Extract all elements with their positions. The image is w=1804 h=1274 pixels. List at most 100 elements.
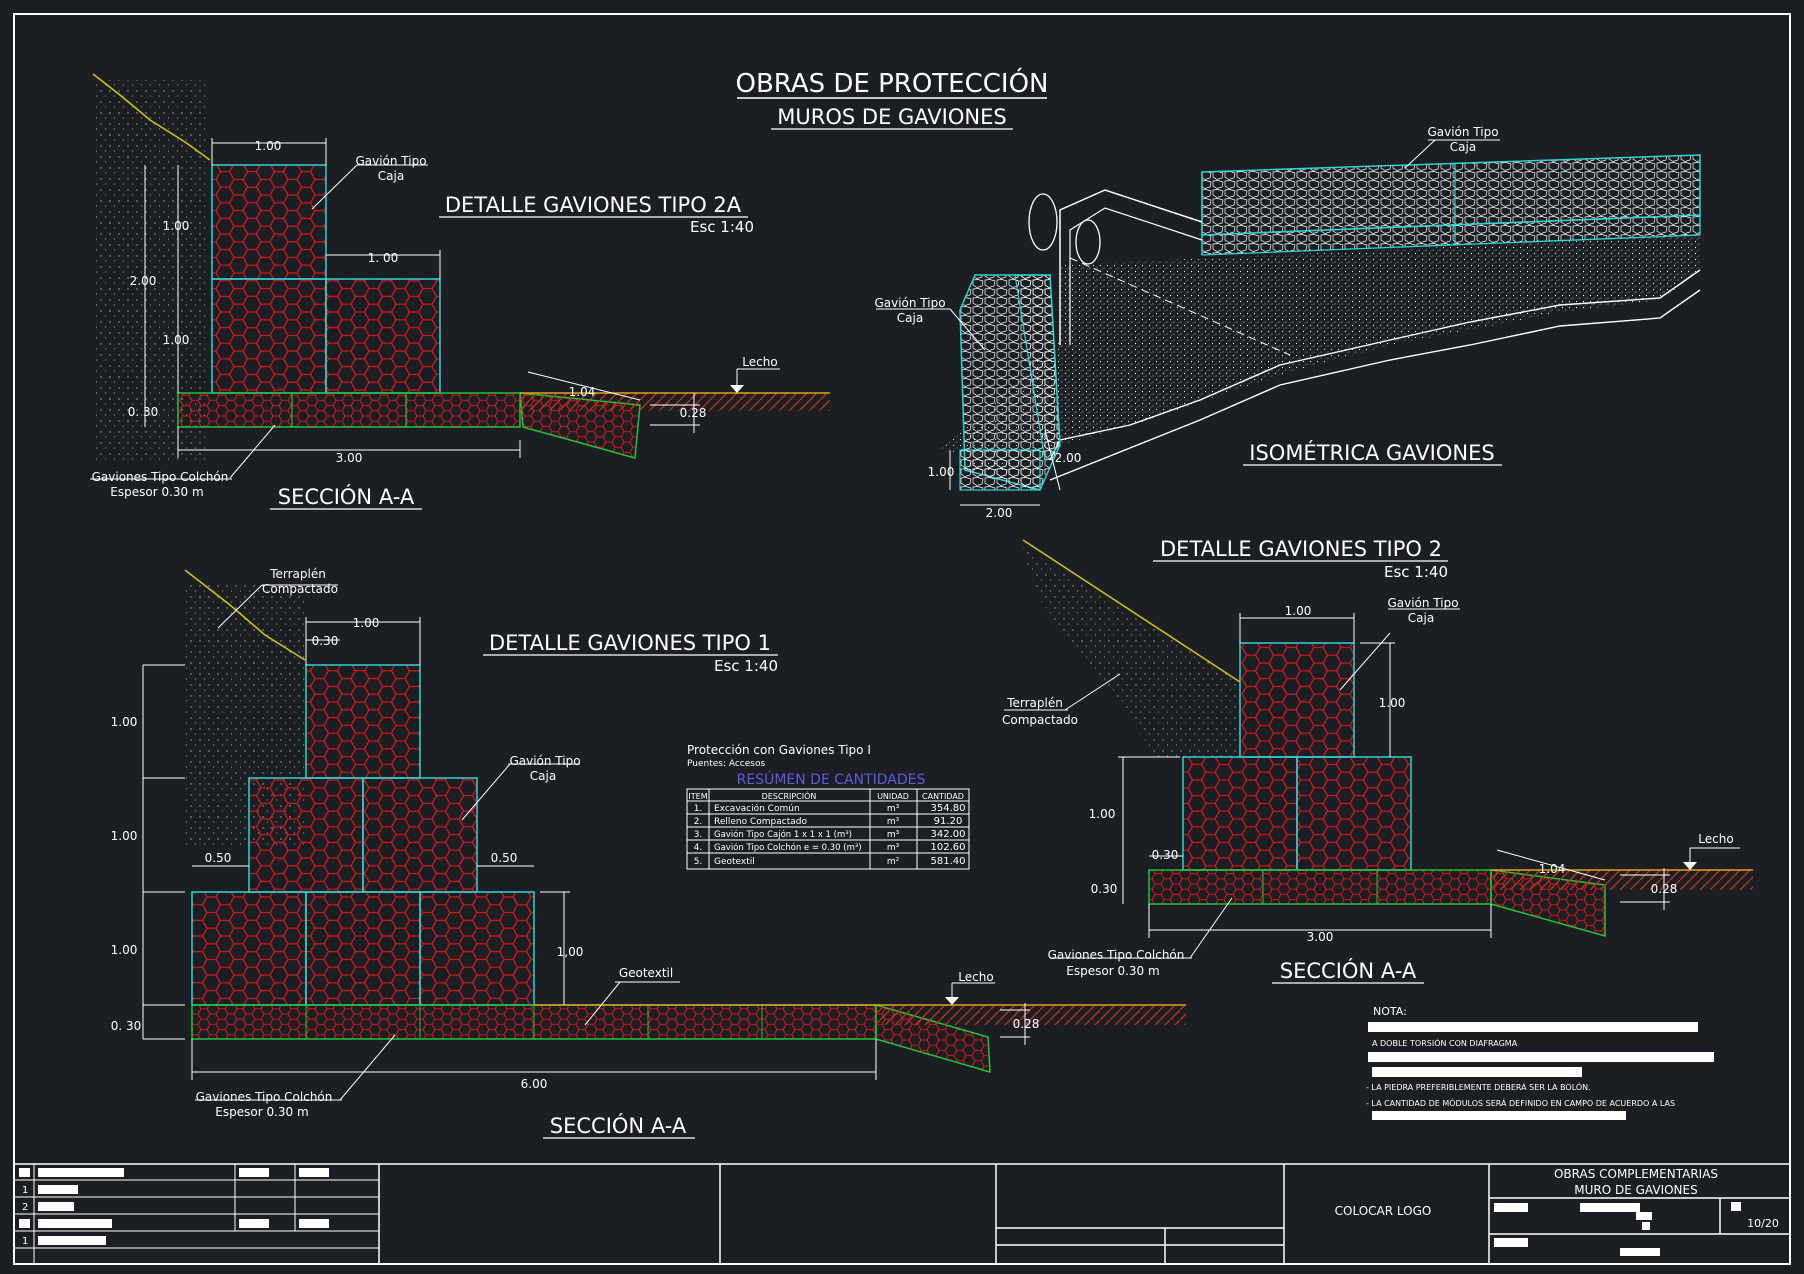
label-gavion-caja: Gavión Tipo [509,754,580,768]
gabion-box [211,164,327,280]
label-geotextil: Geotextil [619,966,673,980]
iso-dim-d: 2.00 [1055,451,1082,465]
notes-title: NOTA: [1373,1005,1407,1018]
detail-2: Lecho 1.00 1.00 1.00 0.30 0.30 1.04 3.00… [1002,537,1753,984]
table-row: 5. Geotextil m² 581.40 [694,856,966,867]
lecho-label: Lecho [958,970,993,984]
mattress [1148,869,1492,905]
main-title: OBRAS DE PROTECCIÓN [736,67,1049,99]
col-header: CANTIDAD [922,792,964,801]
iso-title: ISOMÉTRICA GAVIONES [1249,440,1494,465]
dim-base: 6.00 [521,1077,548,1091]
isometric-view: 1.00 2.00 2.00 Gavión Tipo Caja Gavión T… [874,125,1701,520]
svg-text:m³: m³ [887,843,900,853]
dim-h1: 1.00 [163,219,190,233]
section-title: SECCIÓN A-A [278,484,415,509]
notes-line-2: - LA PIEDRA PREFERIBLEMENTE DEBERÁ SER L… [1366,1081,1591,1092]
lecho-label: Lecho [1698,832,1733,846]
revision-number: 1 [22,1185,28,1196]
revision-table: 1 2 1 [14,1164,379,1264]
dim-toe: 0.28 [1651,882,1678,896]
scale-label: Esc 1:40 [1384,563,1448,581]
iso-label-caja-left: Gavión Tipo [874,296,945,310]
lecho-marker [945,997,959,1005]
svg-text:m²: m² [887,857,900,867]
gabion-box [305,664,421,779]
notes-block: NOTA: A DOBLE TORSIÓN CON DIAFRAGMA - LA… [1366,1005,1714,1120]
dim-slope: 1.04 [1539,862,1566,876]
logo-placeholder: COLOCAR LOGO [1335,1204,1432,1218]
label-gavion-caja: Gavión Tipo [1387,596,1458,610]
svg-text:91.20: 91.20 [934,816,963,827]
svg-text:Relleno Compactado: Relleno Compactado [714,817,807,827]
dim-toe: 0.28 [1013,1017,1040,1031]
riverbed [520,393,830,411]
label-gavion-caja-2: Caja [530,769,556,783]
terrain-line [184,569,306,661]
dim-top-width: 1.00 [1285,604,1312,618]
dim-mat: 0. 30 [128,405,159,419]
iso-label-caja-left-2: Caja [897,311,923,325]
svg-text:3.: 3. [694,830,703,840]
dim-h1: 1.00 [111,715,138,729]
dim-mat: 0.30 [1091,882,1118,896]
label-colchon: Gaviones Tipo Colchón [92,470,229,484]
quantities-subtitle: Puentes: Accesos [687,759,765,769]
title-block-fields [1494,1202,1741,1256]
quantities-table: Protección con Gaviones Tipo I Puentes: … [686,743,970,870]
label-colchon-2: Espesor 0.30 m [1066,964,1159,978]
dim-slope: 1.04 [569,385,596,399]
label-terraplen-2: Compactado [262,582,338,596]
dim-top-width: 1.00 [353,616,380,630]
svg-text:m³: m³ [887,804,900,814]
project-title-2: MURO DE GAVIONES [1574,1183,1697,1197]
detail-title: DETALLE GAVIONES TIPO 2A [445,193,742,217]
dim-h3: 1.00 [163,333,190,347]
dim-base: 3.00 [1307,930,1334,944]
revision-number: 1 [22,1236,28,1247]
terrain-line [92,73,211,161]
revision-number: 2 [22,1202,28,1213]
label-colchon: Gaviones Tipo Colchón [1048,948,1185,962]
dim-mid-width: 1. 00 [368,251,399,265]
notes-line-3: - LA CANTIDAD DE MÓDULOS SERÁ DEFINIDO E… [1366,1097,1675,1108]
detail-2a: Lecho 1.00 1. 00 1.00 2.00 1.00 0. 30 1.… [90,73,830,510]
dim-mat: 0. 30 [111,1019,142,1033]
lecho-label: Lecho [742,355,777,369]
dim-offset: 0.30 [312,634,339,648]
riverbed [876,1005,1186,1025]
gabion-box [305,891,421,1006]
table-row: 1. Excavación Común m³ 354.80 [694,803,966,814]
iso-label-caja-top: Gavión Tipo [1427,125,1498,139]
svg-text:m³: m³ [887,817,900,827]
fill-slope [1020,545,1240,760]
svg-text:2.: 2. [694,817,703,827]
dim-base: 3.00 [336,451,363,465]
svg-text:4.: 4. [694,843,703,853]
detail-title: DETALLE GAVIONES TIPO 1 [489,631,771,655]
label-gavion-caja-2: Caja [1408,611,1434,625]
svg-text:102.60: 102.60 [931,842,966,853]
svg-text:Excavación Común: Excavación Común [714,803,800,814]
table-row: 4. Gavión Tipo Colchón e = 0.30 (m³) m³ … [694,842,966,853]
notes-line-1: A DOBLE TORSIÓN CON DIAFRAGMA [1372,1037,1518,1048]
title-block [14,1163,1790,1265]
dim-top-width: 1.00 [255,139,282,153]
dim-h-mid: 1.00 [1089,807,1116,821]
gabion-box [1296,756,1412,871]
section-title: SECCIÓN A-A [550,1113,687,1138]
table-row: 3. Gavión Tipo Cajón 1 x 1 x 1 (m³) m³ 3… [694,829,966,840]
sub-title: MUROS DE GAVIONES [777,105,1006,129]
svg-text:354.80: 354.80 [931,803,966,814]
svg-text:342.00: 342.00 [931,829,966,840]
col-header: ITEM [688,792,707,801]
col-header: DESCRIPCIÓN [762,790,817,801]
detail-1: Lecho 1.00 0.30 1.00 1.00 1.00 0. 30 0.5… [111,567,1186,1139]
dim-h2: 2.00 [130,274,157,288]
dim-h-top: 1.00 [1379,696,1406,710]
dim-left: 0.50 [205,851,232,865]
label-gavion-caja: Gavión Tipo [355,154,426,168]
col-header: UNIDAD [877,792,909,801]
dim-h-right: 1,00 [557,945,584,959]
